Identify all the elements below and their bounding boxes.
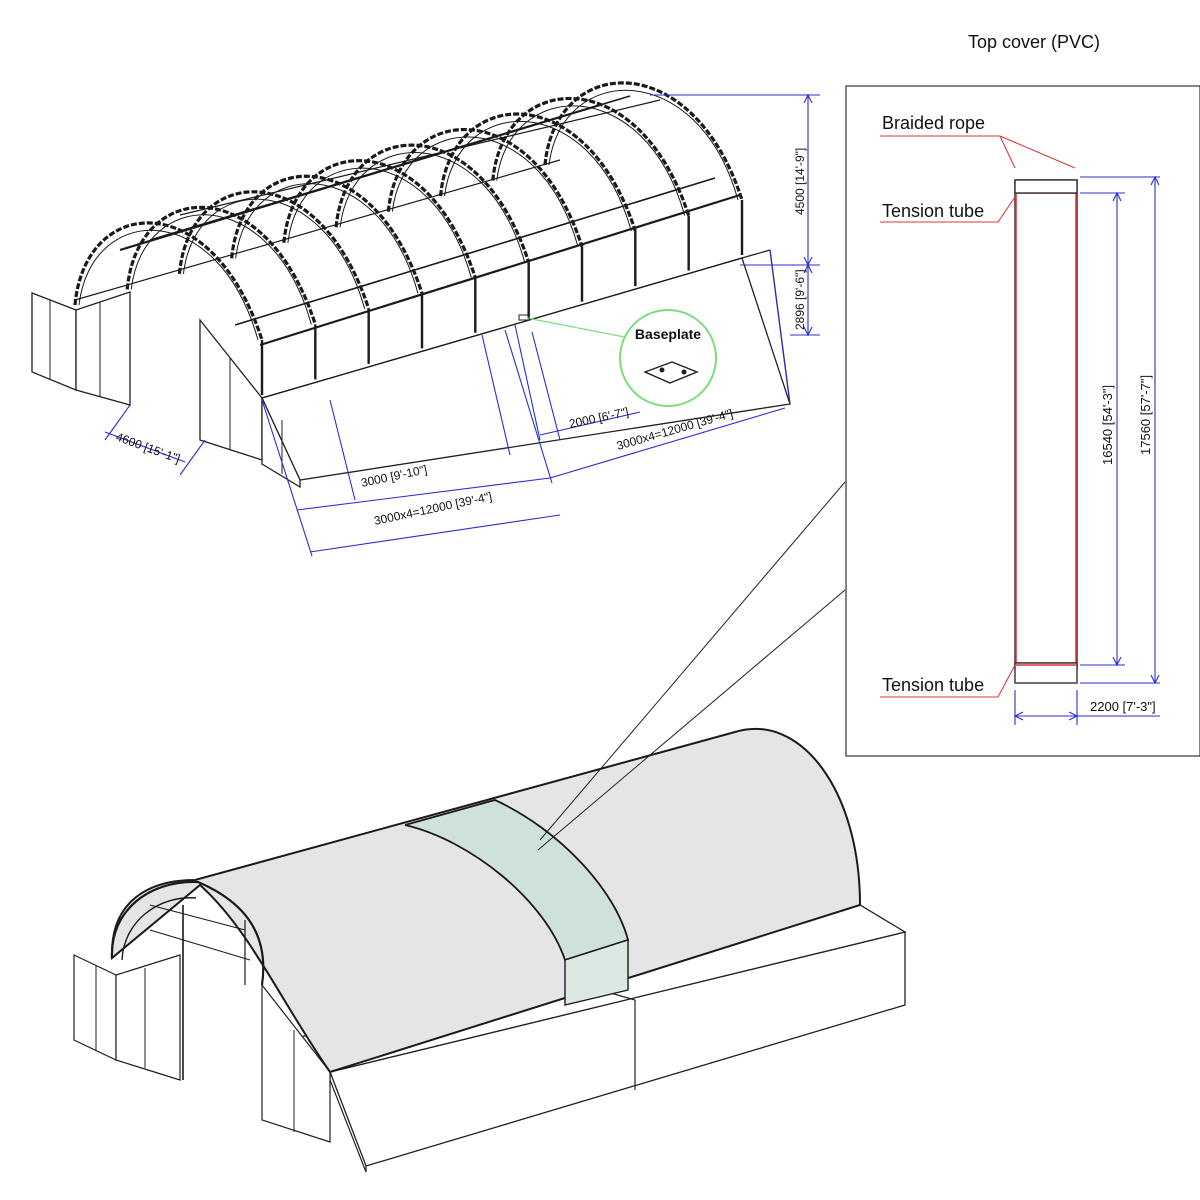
dim-end-width: 4600 [15'-1"] [114,430,182,466]
dim-frame-height: 4500 [14'-9"] [793,148,807,215]
arch-rib [543,81,744,201]
arch-rib-inner [391,136,579,247]
door-frame [199,318,263,461]
dim-cover-width: 2200 [7'-3"] [1090,699,1156,714]
baseplate-callout: Baseplate [518,309,717,407]
cover-detail-box: 16540 [54'-3"] 17560 [57'-7"] 2200 [7'-3… [845,85,1200,757]
dim-cover-outer-length: 17560 [57'-7"] [1138,375,1153,455]
arch-rib [125,205,317,325]
tension-tube-bottom-icon [1014,662,1078,684]
braided-rope-label: Braided rope [882,113,985,133]
frame-dimensions [104,93,820,557]
baseplate-label: Baseplate [635,326,701,342]
arch-rib-inner [496,105,686,216]
arch-rib-inner [78,229,259,341]
arch-ribs [73,81,744,341]
arch-rib-inner [235,183,419,294]
end-wall-left [31,292,77,391]
dim-wall-height: 2896 [9'-6"] [793,269,807,330]
dim-cover-inner-length: 16540 [54'-3"] [1100,385,1115,465]
baseplate-icon [643,361,699,384]
arch-rib [73,221,264,341]
arch-rib-inner [182,198,366,310]
arch-rib-inner [444,121,632,232]
end-wall-left-side [75,291,131,406]
arch-rib-inner [130,214,312,325]
arch-rib [282,159,477,279]
roof-cover [110,727,862,1074]
baseplate-ring [619,309,717,407]
tension-tube-top-icon [1014,179,1078,194]
frame-posts [260,200,744,395]
tension-tube-bottom-label: Tension tube [882,675,984,695]
tension-tube-top-label: Tension tube [882,201,984,221]
arch-rib [177,190,371,310]
covered-tent-drawing [73,727,907,1173]
arch-rib-inner [548,89,739,201]
arch-rib [230,174,424,294]
dim-length-front: 3000x4=12000 [39'-4"] [373,489,494,528]
pvc-strip [1014,179,1078,669]
zoom-lines [537,481,846,851]
top-cover-title: Top cover (PVC) [968,32,1100,52]
